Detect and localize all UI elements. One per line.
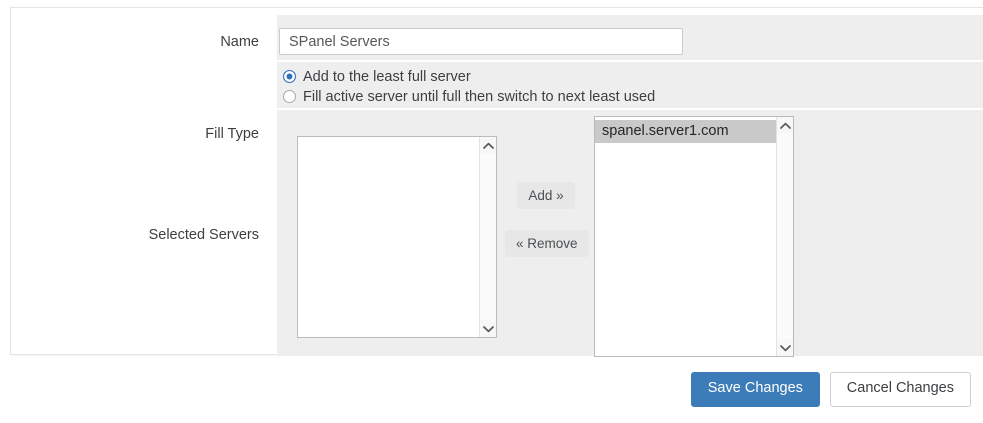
fill-type-field-cell: Add to the least full server Fill active… xyxy=(277,62,983,108)
scrollbar-track[interactable] xyxy=(480,154,496,320)
radio-mark-icon[interactable] xyxy=(283,70,296,83)
save-changes-button[interactable]: Save Changes xyxy=(690,372,820,407)
transfer-buttons: Add » « Remove xyxy=(505,182,589,278)
name-field-cell xyxy=(277,15,983,60)
scrollbar-track[interactable] xyxy=(777,134,793,339)
chevron-down-icon[interactable] xyxy=(777,339,793,356)
form-footer: Save Changes Cancel Changes xyxy=(0,372,983,412)
radio-option-least-full[interactable]: Add to the least full server xyxy=(283,67,655,86)
name-input[interactable] xyxy=(279,28,683,55)
radio-label-fill-active: Fill active server until full then switc… xyxy=(303,88,656,105)
remove-button[interactable]: « Remove xyxy=(505,230,589,257)
available-servers-listbox[interactable] xyxy=(297,136,497,338)
selected-servers-scrollbar[interactable] xyxy=(776,117,793,356)
chevron-down-icon[interactable] xyxy=(480,320,496,337)
chevron-up-icon[interactable] xyxy=(777,117,793,134)
chevron-up-icon[interactable] xyxy=(480,137,496,154)
fill-type-radio-group: Add to the least full server Fill active… xyxy=(283,67,655,107)
form-row-name: Name xyxy=(11,15,983,60)
list-item[interactable]: spanel.server1.com xyxy=(595,120,776,143)
dual-list-picker: Add » « Remove spanel.server1.com xyxy=(277,110,983,357)
selected-servers-listbox[interactable]: spanel.server1.com xyxy=(594,116,794,357)
selected-servers-items[interactable]: spanel.server1.com xyxy=(595,117,776,356)
name-label: Name xyxy=(220,34,259,50)
form-row-selected-servers: Selected Servers xyxy=(11,110,983,357)
cancel-changes-button[interactable]: Cancel Changes xyxy=(829,372,971,407)
available-servers-scrollbar[interactable] xyxy=(479,137,496,337)
radio-label-least-full: Add to the least full server xyxy=(303,68,471,85)
radio-mark-icon[interactable] xyxy=(283,90,296,103)
available-servers-items[interactable] xyxy=(298,137,479,337)
settings-panel: Name Fill Type Add to the least full ser… xyxy=(10,7,983,357)
fill-type-label: Fill Type xyxy=(205,126,259,142)
add-button[interactable]: Add » xyxy=(517,182,575,209)
radio-option-fill-active[interactable]: Fill active server until full then switc… xyxy=(283,87,655,106)
selected-servers-field-cell: Add » « Remove spanel.server1.com xyxy=(277,110,983,357)
selected-servers-label: Selected Servers xyxy=(148,227,259,243)
form-row-fill-type: Fill Type Add to the least full server F… xyxy=(11,62,983,142)
